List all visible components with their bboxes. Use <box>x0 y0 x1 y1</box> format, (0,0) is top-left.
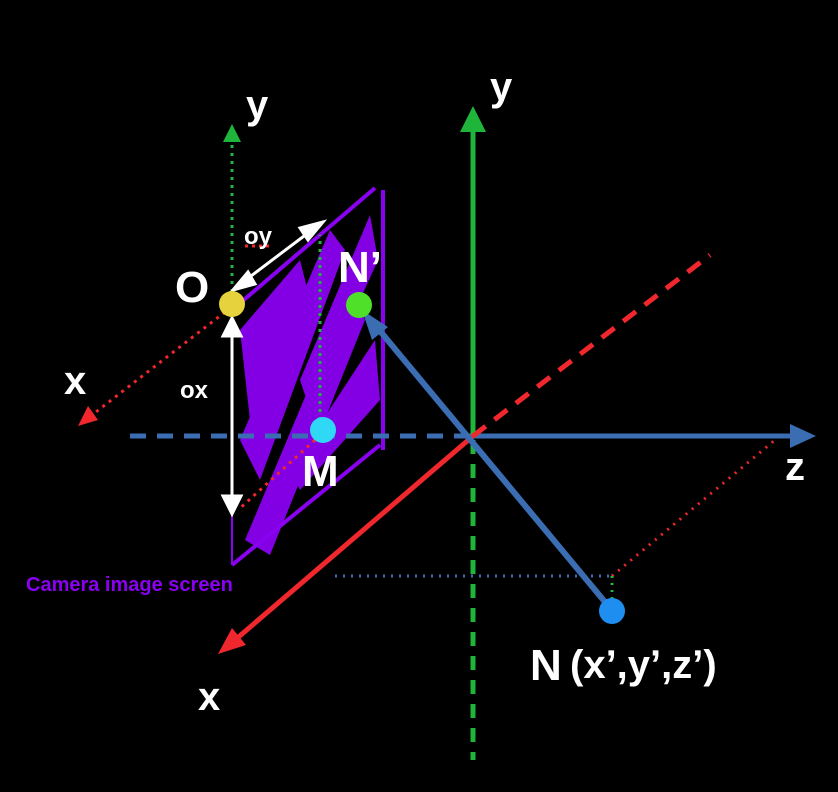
camera-screen-label: Camera image screen <box>26 574 233 596</box>
world-y-label: y <box>490 65 513 109</box>
point-M <box>310 417 336 443</box>
origin-label: O <box>175 263 209 312</box>
z-arrow-icon <box>790 424 816 448</box>
ox-arrow <box>220 314 244 518</box>
projection-ray <box>372 323 613 610</box>
n-coordinates-label: (x’,y’,z’) <box>570 643 717 687</box>
oy-label: oy <box>244 223 273 250</box>
n-x-guide <box>611 438 776 578</box>
ox-label: ox <box>180 377 209 404</box>
m-label: M <box>302 447 339 496</box>
x-arrow-icon <box>218 628 246 654</box>
cam-x-arrow-icon <box>78 406 98 426</box>
world-x-axis-negative <box>471 253 712 438</box>
m-x-guide <box>236 438 317 512</box>
camera-image-screen <box>230 186 385 567</box>
point-O <box>219 291 245 317</box>
point-N-prime <box>346 292 372 318</box>
point-N <box>599 598 625 624</box>
world-x-axis <box>233 434 475 642</box>
world-x-label: x <box>198 675 220 719</box>
camera-y-label: y <box>246 83 269 127</box>
n-prime-label: N’ <box>338 243 382 292</box>
camera-x-label: x <box>64 359 86 403</box>
ray-arrow-icon <box>362 310 388 340</box>
world-z-label: z <box>785 445 805 489</box>
n-label: N <box>530 641 562 690</box>
y-arrow-icon <box>460 106 486 132</box>
oy-arrow <box>228 219 328 293</box>
cam-y-arrow-icon <box>223 124 241 142</box>
